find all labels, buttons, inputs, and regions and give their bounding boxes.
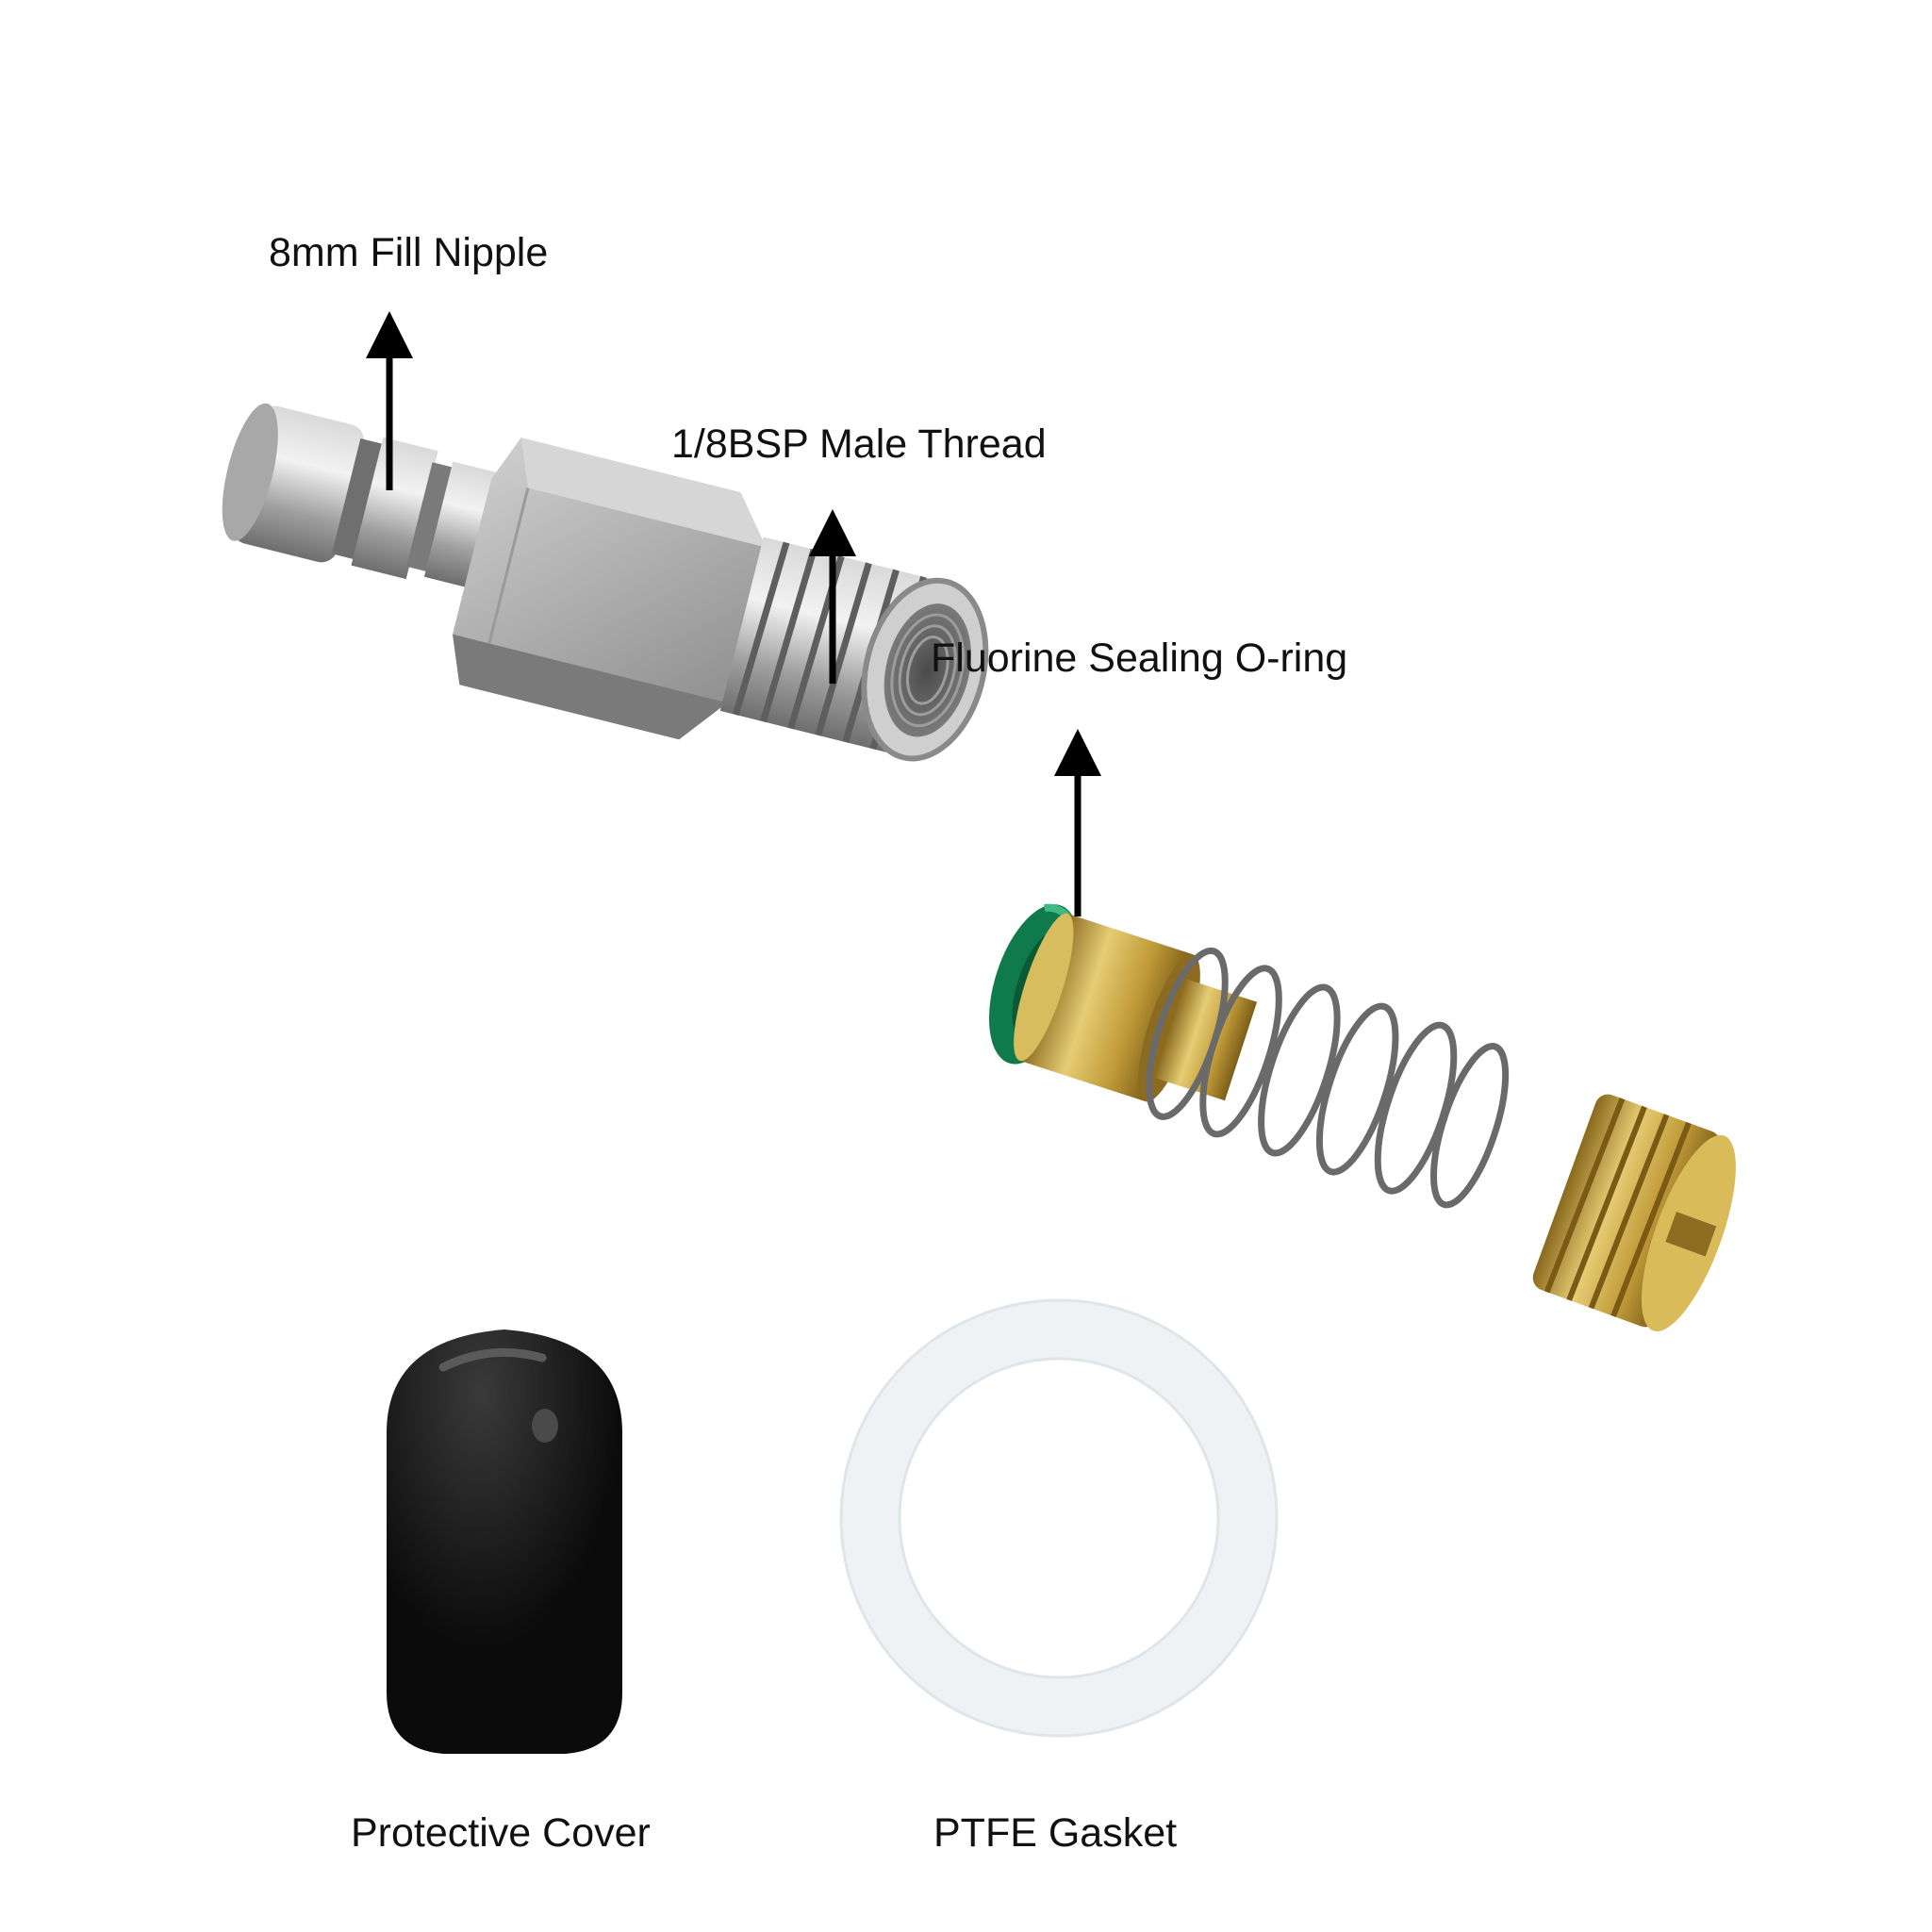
label-fill-nipple: 8mm Fill Nipple	[269, 230, 549, 275]
fill-nipple	[222, 403, 518, 593]
valve-assembly	[988, 903, 1510, 1209]
spring	[1146, 947, 1510, 1209]
label-male-thread: 1/8BSP Male Thread	[671, 421, 1047, 467]
ptfe-gasket	[839, 1298, 1279, 1738]
label-protective-cover: Protective Cover	[351, 1810, 651, 1856]
label-o-ring: Fluorine Sealing O-ring	[931, 636, 1348, 681]
hex-body	[453, 438, 767, 740]
arrow-o-ring	[1054, 729, 1101, 916]
protective-cover	[387, 1329, 622, 1754]
brass-plug	[1532, 1094, 1736, 1331]
arrow-fill-nipple	[366, 311, 413, 490]
label-ptfe-gasket: PTFE Gasket	[933, 1810, 1178, 1856]
arrow-male-thread	[809, 509, 856, 684]
stainless-fitting	[222, 403, 989, 762]
